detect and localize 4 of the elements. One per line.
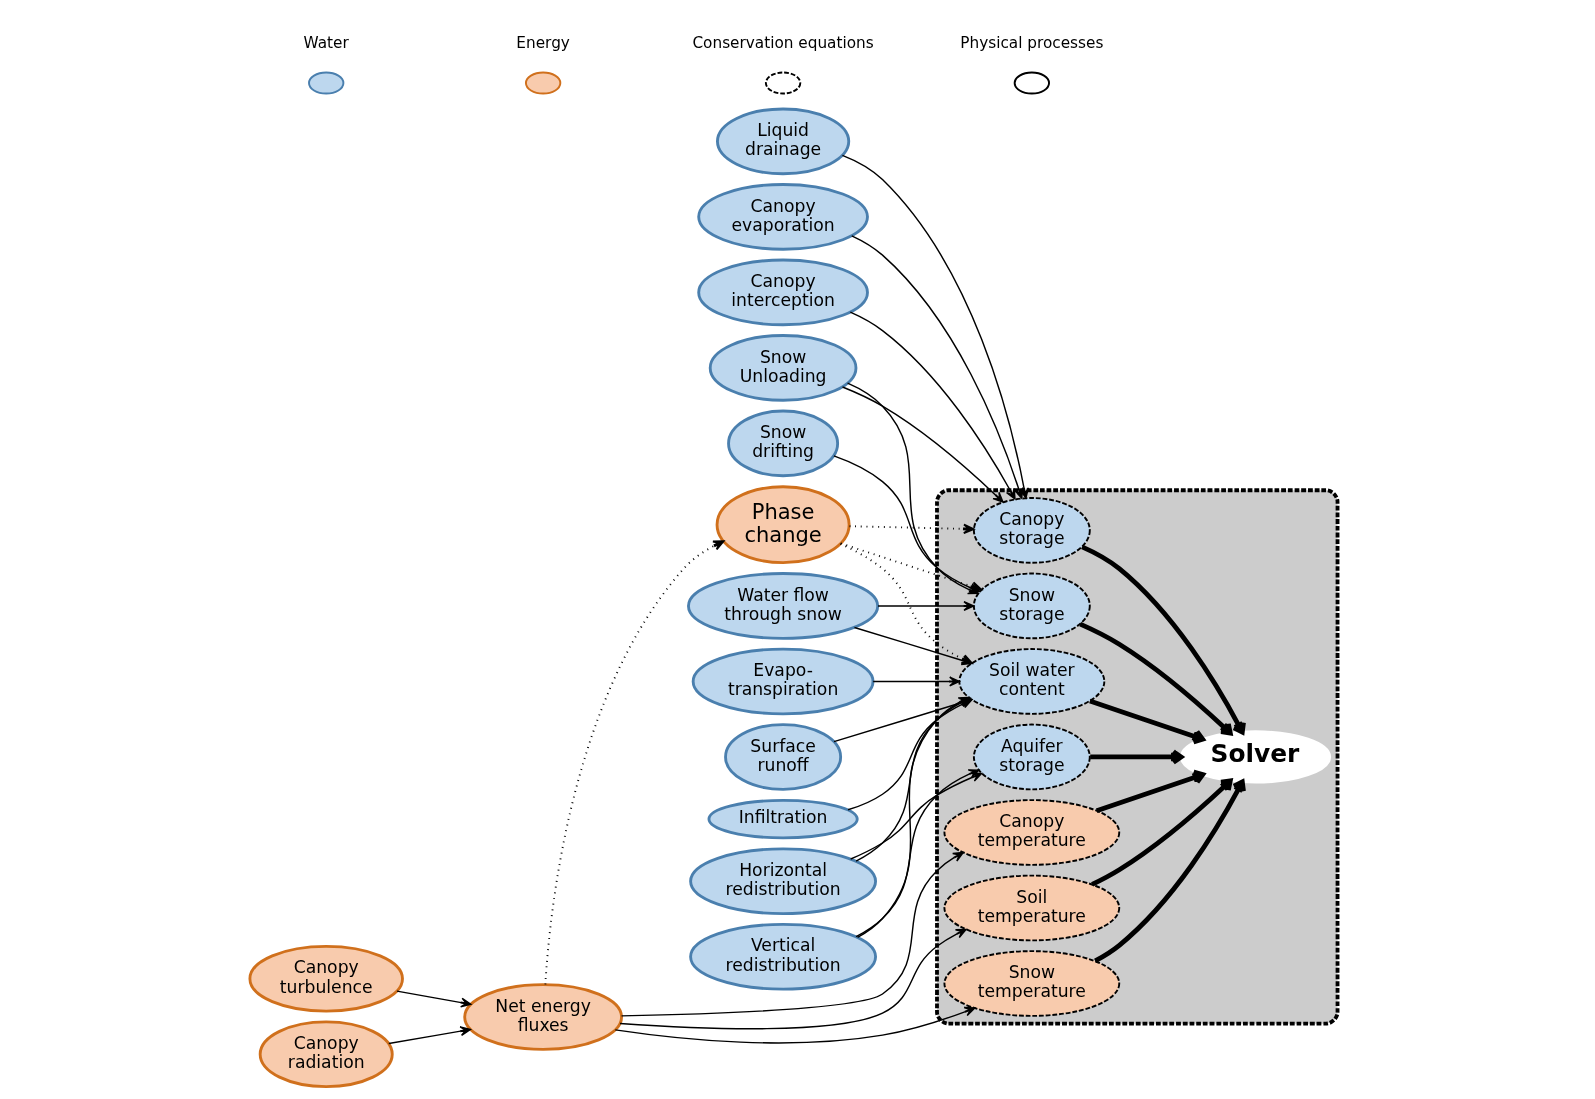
legend-label: Water <box>303 34 349 53</box>
legend-label: Energy <box>516 34 570 53</box>
legend-label: Physical processes <box>960 34 1104 53</box>
legend-label: Conservation equations <box>692 34 874 53</box>
